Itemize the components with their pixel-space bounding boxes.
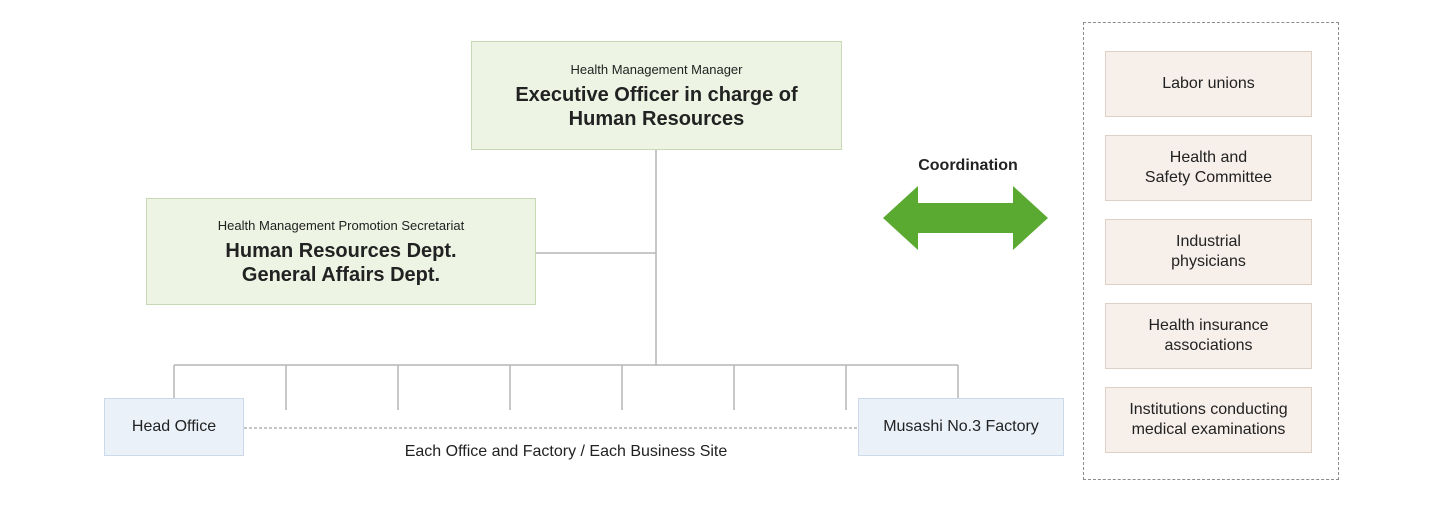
coordination-label: Coordination (918, 157, 1018, 174)
stakeholder-industrial-physicians: Industrial physicians (1105, 219, 1312, 285)
stakeholder-health-insurance: Health insurance associations (1105, 303, 1312, 369)
stakeholder-panel (1083, 22, 1339, 480)
stakeholder-safety-committee: Health and Safety Committee (1105, 135, 1312, 201)
secretariat-name: Human Resources Dept. General Affairs De… (225, 239, 457, 286)
manager-box: Health Management Manager Executive Offi… (471, 41, 842, 150)
stakeholder-medical-institutions: Institutions conducting medical examinat… (1105, 387, 1312, 453)
musashi-factory-box: Musashi No.3 Factory (858, 398, 1064, 456)
stakeholder-label: Health insurance associations (1148, 317, 1269, 354)
head-office-label: Head Office (131, 418, 217, 435)
manager-name: Executive Officer in charge of Human Res… (515, 83, 798, 130)
sites-caption: Each Office and Factory / Each Business … (404, 443, 728, 460)
musashi-factory-label: Musashi No.3 Factory (883, 418, 1039, 435)
stakeholder-label: Health and Safety Committee (1144, 149, 1273, 186)
head-office-box: Head Office (104, 398, 244, 456)
secretariat-box: Health Management Promotion Secretariat … (146, 198, 536, 305)
stakeholder-labor-unions: Labor unions (1105, 51, 1312, 117)
stakeholder-label: Institutions conducting medical examinat… (1129, 401, 1288, 438)
stakeholder-label: Industrial physicians (1171, 233, 1246, 270)
coordination-arrow (883, 186, 1048, 250)
manager-role: Health Management Manager (570, 61, 743, 77)
stakeholder-label: Labor unions (1162, 75, 1255, 92)
secretariat-role: Health Management Promotion Secretariat (217, 217, 465, 233)
